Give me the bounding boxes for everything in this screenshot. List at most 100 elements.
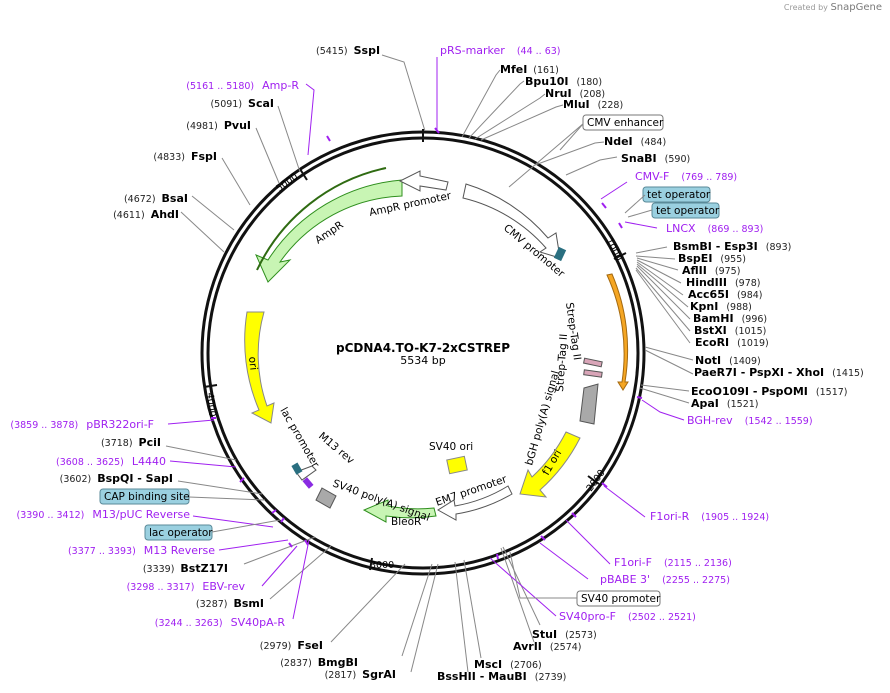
enzyme-ahdi: (4611)AhdI [113,208,179,221]
em7-promoter-arrow [437,485,513,521]
primer-pbr322ori-f: (3859 .. 3878)pBR322ori-F [10,418,154,431]
enzyme-pvui: (4981)PvuI [186,119,251,132]
box-tet-operator-1 [642,186,711,203]
tick-label-5000: 5000 [274,171,300,194]
snapgene-credit: Created by SnapGene [784,2,882,13]
label-strep-tag-2: Strep-Tag II [554,333,570,392]
primer-bgh-rev: BGH-rev(1542 .. 1559) [687,414,813,427]
primer-marks [211,127,643,560]
enzyme-sspi: (5415)SspI [316,44,380,57]
f1-ori-arrow [519,431,581,498]
enzyme-bamhi: BamHI(996) [693,312,767,325]
primer-f1ori-f: F1ori-F(2115 .. 2136) [614,556,732,569]
snapgene-brand: SnapGene [830,2,882,13]
ori-arrow [244,311,275,424]
box-lac-operator-text: lac operator [149,527,213,539]
enzyme-bsmbi: BsmBI - Esp3I(893) [673,240,791,253]
enzyme-avrii: AvrII(2574) [513,640,582,653]
enzyme-ndei: NdeI(484) [604,135,666,148]
primer-f1ori-r: F1ori-R(1905 .. 1924) [650,510,769,523]
primer-amp-r: (5161 .. 5180)Amp-R [186,79,299,92]
enzyme-bstz17i: (3339)BstZ17I [143,562,228,575]
tet-operator-block [553,246,567,262]
box-cap-binding-site [99,488,190,505]
enzyme-pcii: (3718)PciI [101,436,161,449]
enzyme-msci: MscI(2706) [474,658,542,671]
label-m13-rev: M13 rev [316,430,356,467]
label-lac-promoter: lac promoter [277,406,321,471]
enzyme-acc65i: Acc65I(984) [688,288,763,301]
sv40-polya-block [315,487,337,509]
box-cmv-enhancer-text: CMV enhancer [587,117,664,129]
box-connectors [188,123,653,599]
bleor-arrow [362,499,437,523]
ampr-arrow [255,179,403,283]
cmv-promoter-arrow [462,183,561,259]
bgh-polya-block [579,383,599,425]
ampr-promoter-arrow [398,170,449,192]
tick-label-4000: 4000 [204,392,217,417]
tick-label-1000: 1000 [603,236,623,263]
enzyme-bpu10i: Bpu10I(180) [525,75,602,88]
strep-tag-2 [583,369,603,378]
enzyme-ecoo109i: EcoO109I - PspOMI(1517) [691,385,848,398]
lac-promoter-arrow [295,465,317,481]
enzyme-bsshii: BssHII - MauBI(2739) [437,670,566,683]
enzyme-fspi: (4833)FspI [153,150,217,163]
enzyme-fsei: (2979)FseI [260,639,323,652]
sv40-ori-block [446,455,468,475]
primer-l4440: (3608 .. 3625)L4440 [56,455,166,468]
label-sv40-ori: SV40 ori [429,441,473,453]
primer-m13-reverse: (3377 .. 3393)M13 Reverse [68,544,215,557]
boxed-labels: CMV enhancer tet operator tet operator S… [99,114,720,607]
enzyme-drui: NruI(208) [545,87,605,100]
credit-prefix: Created by [783,3,828,12]
plasmid-name: pCDNA4.TO-K7-2xCSTREP [336,341,510,355]
box-tet-operator-2-text: tet operator [656,205,720,217]
primer-pbabe-3: pBABE 3'(2255 .. 2275) [600,573,730,586]
enzyme-paer7i: PaeR7I - PspXI - XhoI(1415) [694,366,864,379]
strep-tag-1 [582,357,603,368]
primer-m13-puc-reverse: (3390 .. 3412)M13/pUC Reverse [17,508,191,521]
primer-sv40pro-f: SV40pro-F(2502 .. 2521) [559,610,696,623]
box-tet-operator-1-text: tet operator [647,189,711,201]
enzyme-sgrai: (2817)SgrAI [325,668,396,681]
plasmid-size: 5534 bp [400,354,445,367]
primer-connectors [167,57,685,620]
enzyme-snabi: SnaBI(590) [621,152,690,165]
tick-1000 [613,252,627,260]
label-bleor: BleoR [391,516,421,528]
enzyme-bspqi: (3602)BspQI - SapI [60,472,173,485]
box-cap-binding-site-text: CAP binding site [104,491,190,503]
ampr-outer-arc [256,167,387,271]
primer-prs-marker: pRS-marker(44 .. 63) [440,44,561,57]
enzyme-aflii: AflII(975) [682,264,740,277]
enzyme-apai: ApaI(1521) [691,397,759,410]
tick-label-3000: 3000 [370,560,394,571]
tick-marks [203,129,627,571]
enzyme-mfei: MfeI(161) [500,63,559,76]
tick-3000 [369,557,373,571]
enzyme-scai: (5091)ScaI [210,97,274,110]
box-cmv-enhancer [582,114,664,131]
primer-lncx: LNCX(869 .. 893) [666,222,763,235]
primer-sv40pa-r: (3244 .. 3263)SV40pA-R [155,616,286,629]
enzyme-labels: (5415)SspI MfeI(161) Bpu10I(180) NruI(20… [60,44,864,683]
cap-site-block [291,462,303,475]
box-sv40-promoter-text: SV40 promoter [581,593,661,605]
primer-labels: pRS-marker(44 .. 63) (5161 .. 5180)Amp-R… [10,44,812,629]
enzyme-bspei: BspEI(955) [678,252,746,265]
m13-rev-block [302,477,314,489]
enzyme-bsmi: (3287)BsmI [196,597,264,610]
enzyme-bsai: (4672)BsaI [124,192,188,205]
tick-4000 [203,384,218,388]
enzyme-kpni: KpnI(988) [690,300,752,313]
enzyme-hindiii: HindIII(978) [686,276,761,289]
cmv-enhancer-arc [606,273,629,391]
tick-2000 [587,475,600,485]
primer-cmv-f: CMV-F(769 .. 789) [635,170,737,183]
enzyme-connectors [165,54,694,673]
primer-ebv-rev: (3298 .. 3317)EBV-rev [127,580,246,593]
enzyme-mlui: MluI(228) [563,98,623,111]
